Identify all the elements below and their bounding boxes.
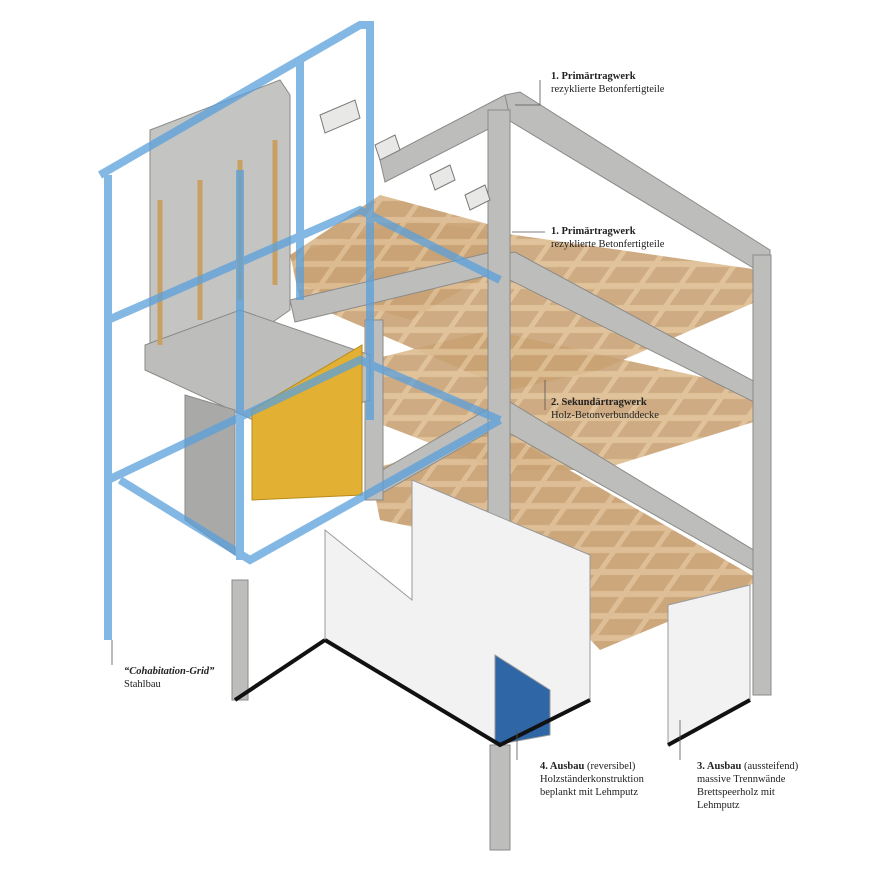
fitout-walls [233,479,751,748]
column-right [752,254,772,696]
label-fitout-bracing: 3. Ausbau (aussteifend) massive Trennwän… [697,761,799,811]
label-secondary-structure: 2. Sekundärtragwerk Holz-Betonverbunddec… [551,397,659,421]
cohabitation-grid [98,21,502,640]
label-primary-structure-top: 1. Primärtragwerk rezyklierte Betonferti… [551,71,665,95]
column-left [231,579,249,701]
concrete-frame [231,91,772,851]
roof-solar [319,99,491,211]
slab-level-2 [290,220,760,390]
leader-lines [111,80,681,760]
wall-door-frame [494,654,551,746]
slab-level-0 [370,430,760,650]
label-primary-structure-mid: 1. Primärtragwerk rezyklierte Betonferti… [551,226,665,250]
label-fitout-reversible: 4. Ausbau (reversibel) Holzständerkonstr… [540,761,644,798]
column-bottom [489,744,511,851]
label-cohabitation-grid: “Cohabitation-Grid” Stahlbau [124,666,215,690]
column-front [487,109,511,551]
